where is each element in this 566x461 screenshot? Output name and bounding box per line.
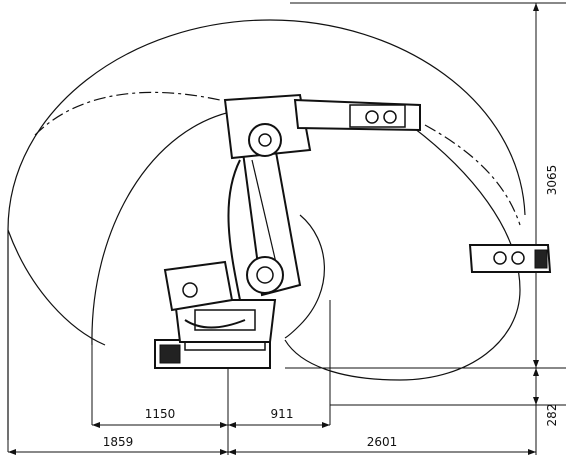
dimension-282: 282 [545, 404, 559, 427]
inner-reach-arc-left [91, 109, 241, 346]
robot-shoulder-joint [246, 256, 284, 294]
robot-elbow-joint [248, 123, 282, 157]
outer-reach-arc [7, 19, 526, 440]
dimension-3065: 3065 [545, 165, 559, 196]
inner-small-arc [284, 214, 325, 339]
dimension-911: 911 [271, 407, 294, 421]
robot-illustration [154, 93, 421, 369]
dimension-2601: 2601 [367, 435, 398, 449]
dimension-1859: 1859 [103, 435, 134, 449]
outer-hook-arc [7, 229, 106, 346]
dashed-arc-left [34, 91, 221, 136]
robot-counterweight [163, 260, 234, 312]
dimension-1150: 1150 [145, 407, 176, 421]
robot-wrist-far-position [468, 244, 552, 273]
dashed-arc-right [424, 124, 521, 226]
inner-reach-arc-right [284, 124, 521, 381]
